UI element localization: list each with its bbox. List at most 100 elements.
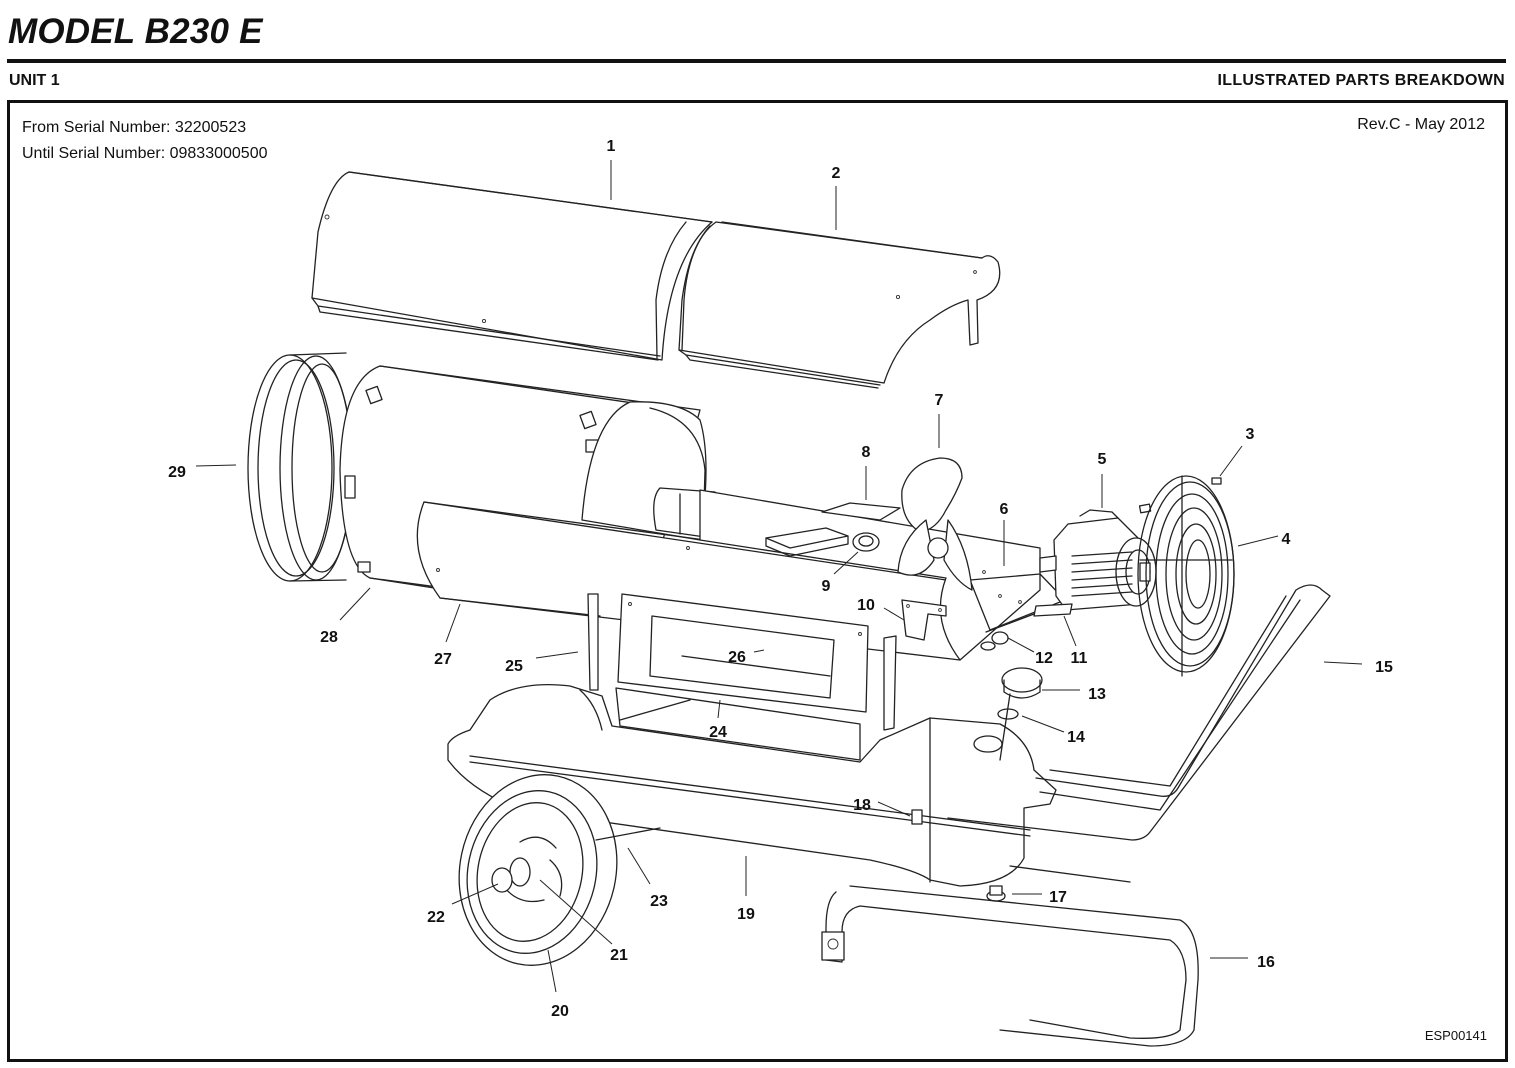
part-grommet <box>852 532 880 552</box>
callout-fitting: 18 <box>853 797 911 817</box>
callout-number: 1 <box>607 138 616 155</box>
callout-combustion-chamber: 28 <box>320 587 371 646</box>
part-fan-impeller <box>897 457 973 591</box>
callout-number: 2 <box>832 165 841 182</box>
callout-number: 6 <box>1000 501 1009 518</box>
from-serial-number: From Serial Number: 32200523 <box>22 119 247 136</box>
callout-wheel: 20 <box>547 949 569 1020</box>
callout-grommet: 9 <box>822 551 859 595</box>
leader-line <box>833 551 859 575</box>
part-bracket <box>901 599 947 641</box>
callout-fuel-cap: 13 <box>1042 686 1106 703</box>
leader-line <box>1063 615 1077 647</box>
callout-number: 13 <box>1088 686 1106 703</box>
leader-line <box>753 649 765 653</box>
section-title: ILLUSTRATED PARTS BREAKDOWN <box>1217 72 1505 89</box>
part-drain-plug <box>986 885 1006 902</box>
part-axle <box>595 827 661 841</box>
leader-line <box>883 607 905 621</box>
callout-motor-bracket: 6 <box>1000 501 1009 566</box>
callout-number: 26 <box>728 649 746 666</box>
title-divider <box>7 59 1506 63</box>
callout-number: 15 <box>1375 659 1393 676</box>
callout-upper-cover-rear: 2 <box>832 165 841 230</box>
part-fuel-cap <box>999 667 1043 761</box>
leader-line <box>1021 715 1065 733</box>
callout-anti-vibration-mount: 11 <box>1063 615 1088 667</box>
document-id: ESP00141 <box>1424 1028 1487 1043</box>
callout-number: 7 <box>935 392 944 409</box>
leader-line <box>717 699 721 719</box>
callout-drain-plug: 17 <box>1012 889 1067 906</box>
unit-label: UNIT 1 <box>9 72 60 89</box>
callout-number: 8 <box>862 444 871 461</box>
callout-number: 22 <box>427 909 445 926</box>
leader-line <box>339 587 371 621</box>
leader-line <box>445 603 461 643</box>
callout-hub-cap: 21 <box>539 879 628 964</box>
leader-line <box>1219 445 1243 477</box>
part-fan-guard <box>1137 475 1235 677</box>
callout-upper-cover-front: 1 <box>607 138 616 200</box>
part-support-frame <box>617 593 869 713</box>
part-fitting <box>911 809 923 825</box>
leader-line <box>1237 535 1279 547</box>
revision-label: Rev.C - May 2012 <box>1357 116 1485 133</box>
part-motor-pump-assembly <box>1039 503 1157 611</box>
callout-axle: 23 <box>627 847 668 910</box>
callout-number: 5 <box>1098 451 1107 468</box>
leader-line <box>1323 661 1363 665</box>
part-outlet-ring <box>247 352 353 582</box>
callout-outlet-ring: 29 <box>168 464 237 481</box>
callout-axle-nut: 22 <box>427 883 499 926</box>
callout-layer: 1234567891011121314151617181920212223242… <box>168 138 1393 1020</box>
callout-support-frame: 26 <box>728 649 765 666</box>
callout-number: 20 <box>551 1003 569 1020</box>
diagram-frame <box>7 100 1508 1062</box>
callout-number: 3 <box>1246 426 1255 443</box>
callout-number: 24 <box>709 724 727 741</box>
until-serial-number: Until Serial Number: 09833000500 <box>22 145 268 162</box>
callout-bracket: 10 <box>857 597 905 621</box>
callout-fan-guard-clip: 3 <box>1219 426 1255 477</box>
callout-cable-grommet: 12 <box>1007 637 1053 667</box>
callout-front-stand: 16 <box>1210 954 1275 971</box>
callout-number: 11 <box>1071 650 1088 667</box>
callout-motor-pump-assembly: 5 <box>1098 451 1107 508</box>
callout-number: 23 <box>650 893 668 910</box>
callout-fan-guard: 4 <box>1237 531 1291 548</box>
part-wheel <box>458 774 618 966</box>
leader-line <box>539 879 613 945</box>
callout-number: 14 <box>1067 729 1085 746</box>
callout-number: 21 <box>610 947 628 964</box>
part-fuel-gasket <box>997 708 1019 720</box>
callout-number: 19 <box>737 906 755 923</box>
callout-number: 27 <box>434 651 452 668</box>
leader-line <box>627 847 651 885</box>
part-anti-vibration-mount <box>1033 603 1073 617</box>
part-support-strip <box>587 593 897 731</box>
part-fan-guard-clip <box>1211 477 1222 485</box>
part-cable-grommet <box>980 631 1009 651</box>
callout-number: 17 <box>1049 889 1067 906</box>
leader-line <box>451 883 499 905</box>
part-control-plate <box>765 502 901 557</box>
callout-number: 25 <box>505 658 523 675</box>
leader-line <box>535 651 579 659</box>
part-tank-support <box>615 687 861 761</box>
part-hub-cap <box>509 857 531 887</box>
callout-lower-shell: 27 <box>434 603 461 668</box>
leader-line <box>547 949 557 993</box>
callout-fan-impeller: 7 <box>935 392 944 448</box>
callout-number: 16 <box>1257 954 1275 971</box>
part-upper-cover-rear <box>678 221 1001 389</box>
callout-fuel-gasket: 14 <box>1021 715 1085 746</box>
callout-number: 29 <box>168 464 186 481</box>
callout-support-strip: 25 <box>505 651 579 675</box>
callout-handle: 15 <box>1323 659 1393 676</box>
part-axle-nut <box>491 867 513 893</box>
callout-number: 18 <box>853 797 871 814</box>
callout-tank-support: 24 <box>709 699 727 741</box>
leader-line <box>1007 637 1035 653</box>
